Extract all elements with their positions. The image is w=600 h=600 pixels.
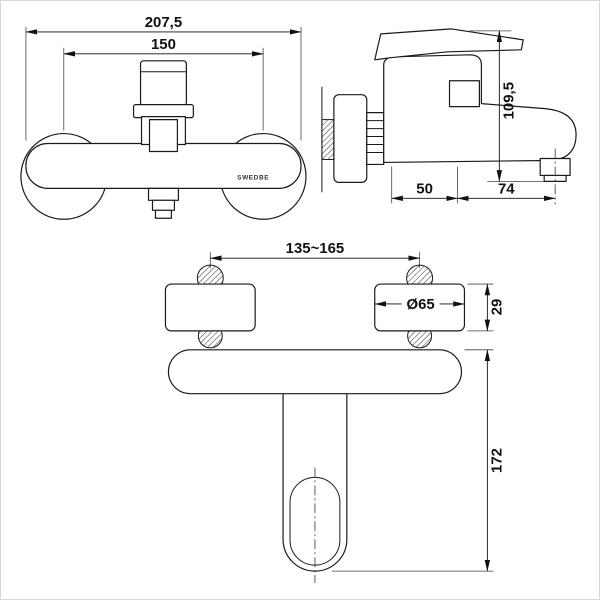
dim-depths: 50 74	[391, 166, 556, 204]
knurled-nut	[366, 112, 385, 166]
dim-overall-width: 207,5	[25, 14, 302, 141]
escutcheon-side	[333, 94, 368, 183]
body-to-spout-label: 74	[498, 180, 515, 197]
cartridge-square	[148, 119, 179, 153]
escutcheon-depth-label: 29	[488, 299, 505, 316]
spout-projection-label: 172	[488, 448, 505, 473]
escutcheon-diameter-label: Ø65	[406, 296, 434, 313]
left-escutcheon-top	[164, 283, 256, 332]
wall-to-body-label: 50	[416, 180, 433, 197]
dim-hole-centers: 150	[63, 36, 264, 131]
hole-centers-label: 150	[151, 36, 176, 53]
dim-total-height: 109,5	[469, 30, 545, 182]
handle-lever-side	[374, 28, 524, 61]
top-view: 135~165 Ø65 29 172	[164, 240, 505, 584]
cartridge-housing-side	[448, 80, 480, 108]
spout-outlet-step1	[147, 187, 180, 201]
brand-logo-text: SWEDBE	[237, 174, 269, 181]
dim-escutcheon-diameter: Ø65	[374, 296, 465, 313]
dim-spout-projection: 172	[331, 349, 505, 572]
handle-lever-front	[139, 60, 187, 107]
dim-adjustable-centers: 135~165	[209, 240, 421, 269]
front-view: 207,5 150 SWEDBE	[20, 14, 307, 220]
total-height-label: 109,5	[500, 82, 517, 119]
wall-fitting	[321, 119, 335, 160]
dim-escutcheon-depth: 29	[467, 283, 505, 332]
faucet-front-outline: SWEDBE	[20, 60, 307, 220]
overall-width-label: 207,5	[145, 14, 182, 31]
handle-collar	[132, 104, 194, 119]
body-side-profile	[383, 54, 577, 164]
right-escutcheon-top	[374, 283, 466, 332]
body-bar-top	[167, 349, 463, 395]
side-view: 109,5 50 74	[321, 28, 577, 205]
aerator-front	[154, 209, 173, 219]
adjustable-centers-label: 135~165	[286, 240, 345, 257]
spout-outlet-step2	[151, 199, 176, 211]
